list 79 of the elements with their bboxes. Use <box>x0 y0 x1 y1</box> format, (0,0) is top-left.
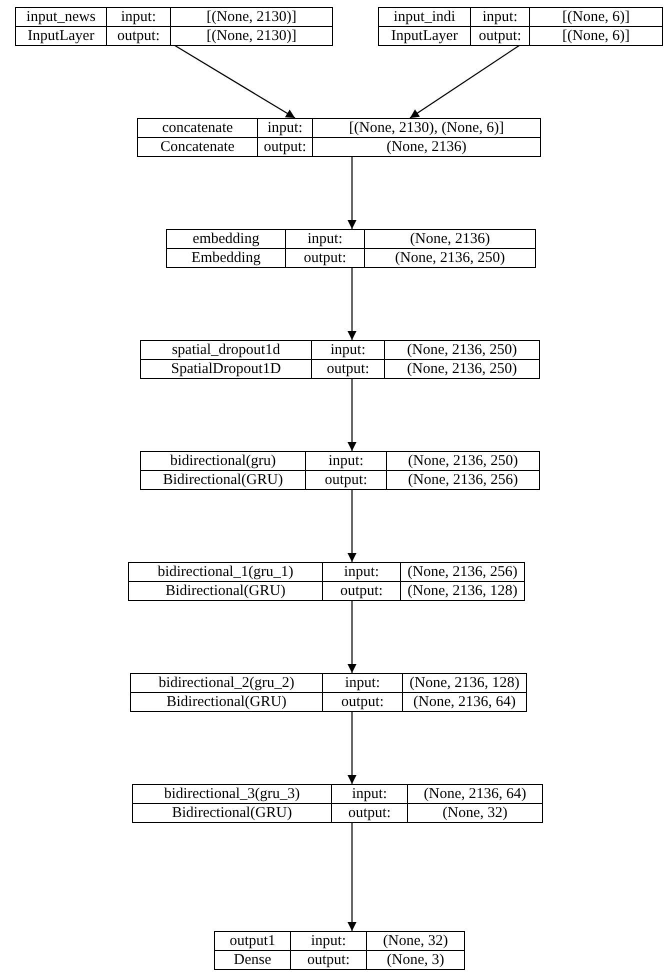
shape-value: (None, 2136, 128) <box>406 582 518 600</box>
shape-value: [(None, 2130), (None, 6)] <box>313 119 540 138</box>
shape-value: (None, 32) <box>442 804 508 822</box>
shape-value: (None, 2136, 250) <box>387 452 539 471</box>
layer-name: bidirectional_3(gru_3) <box>133 785 332 804</box>
layer-table <box>166 229 536 268</box>
layer-class: InputLayer <box>16 27 107 45</box>
field-label: input: <box>323 674 403 693</box>
shape-value: (None, 2136, 128) <box>403 674 526 693</box>
layer-name: input_indi <box>379 8 471 27</box>
shape-value: [(None, 2130)] <box>171 8 332 27</box>
field-label: output: <box>107 27 171 45</box>
layer-table <box>137 118 541 157</box>
field-label: output: <box>306 471 387 489</box>
layer-table <box>140 340 540 379</box>
field-label: output: <box>332 804 408 822</box>
field-label: output: <box>258 138 313 156</box>
arrow <box>348 489 356 562</box>
layer-class: Dense <box>215 951 291 969</box>
layer-class: Embedding <box>167 249 286 267</box>
layer-table <box>378 7 663 46</box>
layer-class: Bidirectional(GRU) <box>141 471 306 489</box>
shape-value: (None, 2136, 256) <box>401 563 524 582</box>
layer-name: bidirectional_1(gru_1) <box>129 563 323 582</box>
layer-class: SpatialDropout1D <box>141 360 312 378</box>
arrow <box>174 44 296 119</box>
field-label: input: <box>107 8 171 27</box>
layer-class: Concatenate <box>138 138 258 156</box>
arrow <box>348 156 356 229</box>
arrow <box>348 822 356 931</box>
arrow <box>348 600 356 673</box>
shape-value: (None, 2136) <box>365 230 535 249</box>
field-label: input: <box>471 8 530 27</box>
field-label: output: <box>312 360 385 378</box>
arrow <box>348 711 356 784</box>
shape-value: (None, 2136, 64) <box>412 693 517 711</box>
shape-value: (None, 2136) <box>386 138 468 156</box>
shape-value: [(None, 2130)] <box>206 27 298 45</box>
layer-class: Bidirectional(GRU) <box>131 693 323 711</box>
layer-table <box>132 784 543 823</box>
layer-name: spatial_dropout1d <box>141 341 312 360</box>
shape-value: (None, 2136, 256) <box>407 471 519 489</box>
arrow <box>348 378 356 451</box>
layer-table <box>15 7 333 46</box>
shape-value: (None, 2136, 250) <box>385 341 539 360</box>
field-label: input: <box>312 341 385 360</box>
shape-value: (None, 2136, 64) <box>408 785 542 804</box>
field-label: output: <box>323 582 401 600</box>
field-label: input: <box>258 119 313 138</box>
shape-value: [(None, 6)] <box>530 8 662 27</box>
layer-class: InputLayer <box>379 27 471 45</box>
layer-table <box>140 451 540 490</box>
field-label: output: <box>286 249 365 267</box>
field-label: input: <box>332 785 408 804</box>
shape-value: (None, 3) <box>386 951 446 969</box>
layer-table <box>214 931 465 970</box>
layer-class: Bidirectional(GRU) <box>133 804 332 822</box>
field-label: input: <box>291 932 367 951</box>
shape-value: [(None, 6)] <box>561 27 631 45</box>
field-label: output: <box>471 27 530 45</box>
field-label: input: <box>323 563 401 582</box>
layer-name: concatenate <box>138 119 258 138</box>
shape-value: (None, 32) <box>367 932 464 951</box>
layer-name: bidirectional(gru) <box>141 452 306 471</box>
shape-value: (None, 2136, 250) <box>406 360 518 378</box>
shape-value: (None, 2136, 250) <box>394 249 506 267</box>
layer-name: embedding <box>167 230 286 249</box>
layer-name: output1 <box>215 932 291 951</box>
field-label: input: <box>306 452 387 471</box>
layer-class: Bidirectional(GRU) <box>129 582 323 600</box>
field-label: output: <box>323 693 403 711</box>
arrow <box>348 267 356 340</box>
layer-table <box>128 562 525 601</box>
arrow <box>410 44 520 118</box>
layer-name: input_news <box>16 8 107 27</box>
layer-name: bidirectional_2(gru_2) <box>131 674 323 693</box>
layer-table <box>130 673 527 712</box>
field-label: output: <box>291 951 367 969</box>
field-label: input: <box>286 230 365 249</box>
